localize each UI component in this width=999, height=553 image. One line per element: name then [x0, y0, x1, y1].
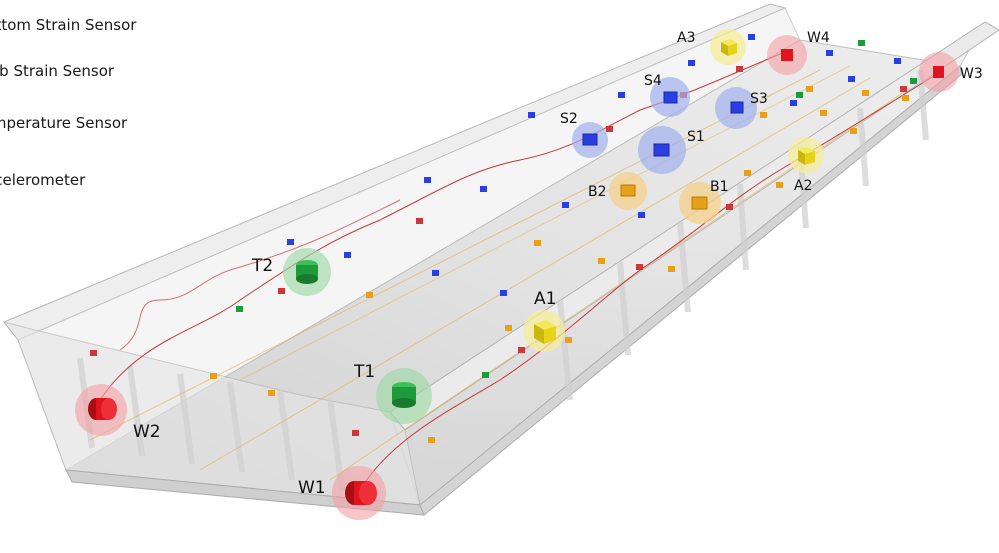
legend-temperature: Temperature Sensor — [0, 114, 128, 132]
sensor-w4[interactable]: W4 — [767, 30, 830, 75]
sensor-label-a2: A2 — [794, 178, 812, 194]
sensor-s3[interactable]: S3 — [715, 87, 768, 129]
sensor-label-b1: B1 — [710, 179, 729, 195]
sensor-label-w2: W2 — [133, 422, 161, 442]
sensor-label-s4: S4 — [644, 73, 662, 89]
cable-lines — [89, 49, 941, 491]
sensor-label-s1: S1 — [687, 129, 705, 145]
girder-bottom-right — [419, 65, 963, 516]
sensor-s2[interactable]: S2 — [560, 111, 608, 158]
sensor-label-s2: S2 — [560, 111, 578, 127]
sensor-a2[interactable]: A2 — [788, 137, 824, 194]
sensor-w3[interactable]: W3 — [919, 52, 983, 92]
sensor-label-w3: W3 — [960, 66, 983, 82]
sensor-b2[interactable]: B2 — [588, 172, 647, 210]
sensor-label-b2: B2 — [588, 184, 607, 200]
sensor-s1[interactable]: S1 — [638, 126, 705, 174]
legend-bottom-strain: Bottom Strain Sensor — [0, 16, 137, 34]
sensor-b1[interactable]: B1 — [679, 179, 729, 224]
sensor-label-t1: T1 — [353, 362, 375, 382]
small-sensor-markers — [90, 34, 917, 443]
sensor-label-w4: W4 — [807, 30, 830, 46]
sensor-t1[interactable]: T1 — [353, 362, 432, 424]
legend-web-strain: Web Strain Sensor — [0, 62, 115, 80]
sensor-a1[interactable]: A1 — [523, 289, 565, 352]
sensor-label-w1: W1 — [298, 478, 326, 498]
legend-accelerometer: Accelerometer — [0, 171, 86, 189]
sensor-label-t2: T2 — [251, 256, 273, 276]
sensor-label-a3: A3 — [677, 30, 695, 46]
sensor-label-a1: A1 — [534, 289, 556, 309]
front-end-plate — [2, 321, 421, 506]
sensor-label-s3: S3 — [750, 91, 768, 107]
sensor-t2[interactable]: T2 — [251, 248, 331, 296]
sensor-w2[interactable]: W2 — [75, 384, 161, 442]
sensor-a3[interactable]: A3 — [677, 29, 746, 65]
sensor-s4[interactable]: S4 — [644, 73, 690, 117]
sensor-w1[interactable]: W1 — [298, 466, 386, 520]
